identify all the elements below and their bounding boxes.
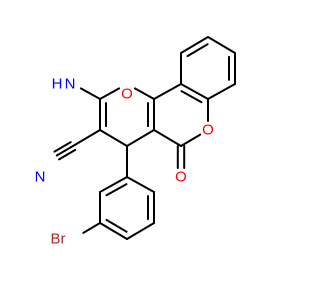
bond [82, 222, 101, 234]
bond [133, 87, 155, 100]
bond [180, 133, 202, 147]
carbonyl-oxygen-label: O [175, 169, 187, 186]
bond [72, 129, 101, 147]
bond [99, 129, 128, 147]
pyran-oxygen-label: O [121, 86, 133, 103]
molecule-skeleton [53, 36, 236, 240]
bond [105, 183, 128, 197]
bond [55, 145, 74, 157]
bond [99, 87, 121, 100]
bond [58, 148, 77, 161]
bond [53, 141, 72, 153]
bond [126, 222, 155, 240]
bond [126, 129, 155, 147]
atom-labels: H N O O O N Br [35, 76, 214, 248]
bond [207, 36, 236, 54]
amino-hydrogen-label: H [52, 76, 63, 93]
bond [153, 129, 182, 147]
bond [79, 87, 101, 100]
bond [105, 218, 128, 233]
molecule-structure: H N O O O N Br [34, 36, 236, 248]
nitrile-nitrogen-label: N [35, 169, 46, 186]
bond [153, 83, 182, 100]
bond [99, 222, 128, 240]
lactone-oxygen-label: O [202, 122, 214, 139]
bond [99, 176, 128, 193]
bond [126, 176, 155, 193]
bond [180, 83, 209, 100]
bond [180, 36, 209, 54]
bond [186, 43, 209, 58]
amino-nitrogen-label: N [65, 76, 76, 93]
bond [180, 90, 203, 104]
bromine-label: Br [51, 231, 66, 248]
bond [207, 83, 236, 100]
